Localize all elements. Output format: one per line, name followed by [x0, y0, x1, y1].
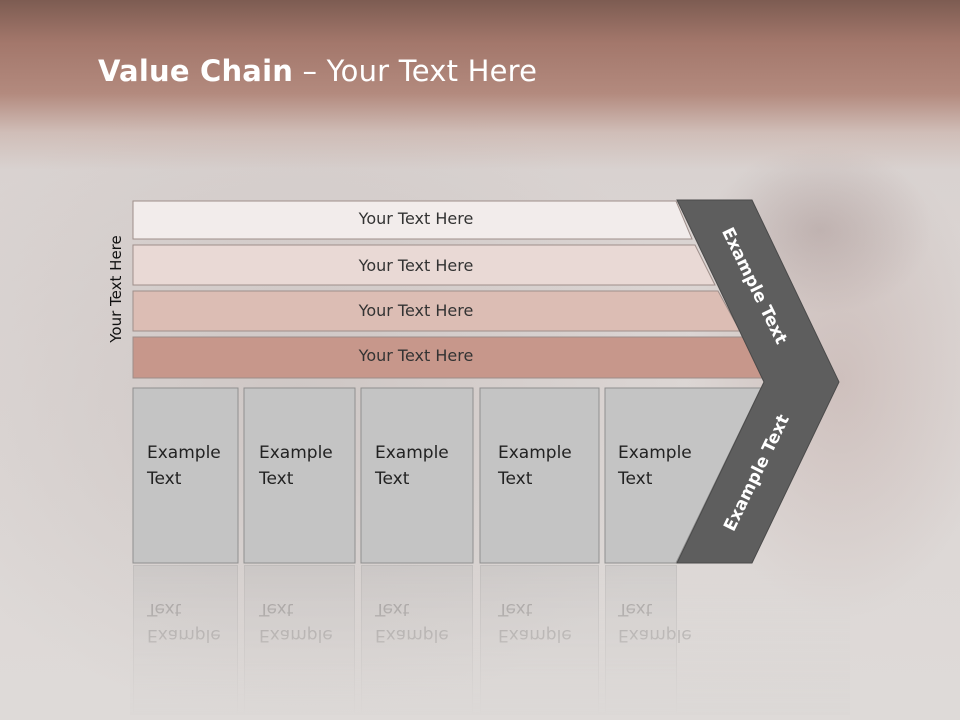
bar-1-label: Your Text Here — [358, 209, 474, 228]
box-2-line2: Text — [259, 469, 294, 489]
boxes-reflection: Example Text Example Text Example Text E… — [130, 565, 850, 715]
box-3-line1: Example — [375, 443, 449, 463]
box-1 — [132, 387, 239, 564]
box-5 — [604, 387, 762, 564]
bar-1 — [132, 200, 693, 240]
box-3 — [360, 387, 474, 564]
chevron-arrow — [676, 199, 840, 564]
reflection-fade — [130, 565, 850, 715]
header-band — [0, 0, 960, 170]
box-1-line1: Example — [147, 443, 221, 463]
slide-title: Value Chain – Your Text Here — [98, 54, 537, 88]
box-5-line1: Example — [618, 443, 692, 463]
box-5-line2: Text — [618, 469, 653, 489]
box-4-line2: Text — [498, 469, 533, 489]
box-1-line2: Text — [147, 469, 182, 489]
box-4-label: Example Text — [498, 440, 598, 492]
box-2-line1: Example — [259, 443, 333, 463]
box-3-line2: Text — [375, 469, 410, 489]
title-bold: Value Chain — [98, 54, 294, 88]
box-1-label: Example Text — [147, 440, 247, 492]
box-3-label: Example Text — [375, 440, 475, 492]
bar-2 — [132, 244, 716, 286]
title-rest: – Your Text Here — [293, 54, 538, 88]
box-4-line1: Example — [498, 443, 572, 463]
bar-3-label: Your Text Here — [358, 301, 474, 320]
bar-2-label: Your Text Here — [358, 256, 474, 275]
box-4 — [479, 387, 600, 564]
box-2 — [243, 387, 356, 564]
box-2-label: Example Text — [259, 440, 359, 492]
box-5-label: Example Text — [618, 440, 718, 492]
bar-4-label: Your Text Here — [358, 346, 474, 365]
